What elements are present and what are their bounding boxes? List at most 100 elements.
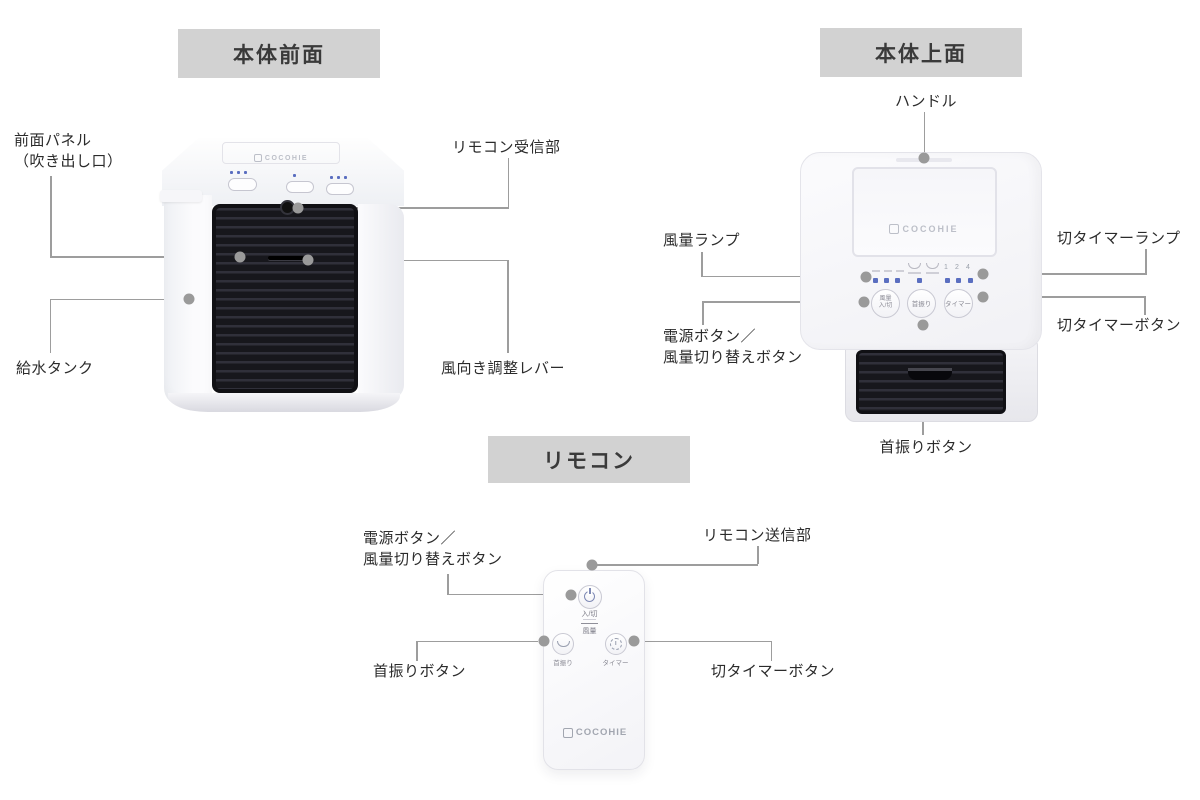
label-remote-power-button: 電源ボタン／ 風量切り替えボタン xyxy=(363,530,503,568)
brand-logo-icon xyxy=(889,224,900,234)
timer-lamp-led xyxy=(944,278,950,283)
callout-dot xyxy=(918,152,930,164)
remote-timer-button xyxy=(604,633,627,655)
timer-lamp-led xyxy=(956,278,961,283)
front-led xyxy=(293,174,296,177)
lamp-caption-mark xyxy=(872,270,880,272)
top-device: COCOHIE 1 2 4 風量 入/切 首振り タイマー xyxy=(798,150,1044,424)
callout-dot xyxy=(302,254,314,266)
front-led xyxy=(330,176,333,179)
callout-line xyxy=(416,640,538,642)
callout-line xyxy=(313,259,508,261)
label-timer-lamp: 切タイマーランプ xyxy=(1057,230,1181,247)
callout-line xyxy=(507,158,509,208)
tank-lip xyxy=(160,190,202,202)
front-led xyxy=(244,171,247,174)
callout-line xyxy=(770,641,773,661)
callout-dot xyxy=(565,589,576,600)
brand-text: COCOHIE xyxy=(902,224,959,234)
callout-line xyxy=(50,256,236,258)
right-side-panel xyxy=(358,204,404,399)
timer-lamp-led xyxy=(967,278,973,283)
lamp-caption-mark xyxy=(896,270,904,272)
brand-logo: COCOHIE xyxy=(246,154,316,162)
callout-line xyxy=(702,301,859,303)
callout-line xyxy=(302,207,509,209)
label-remote-swing-button: 首振りボタン xyxy=(373,663,467,680)
remote-header: リモコン xyxy=(488,436,690,483)
callout-line xyxy=(987,296,1146,298)
remote-swing-caption: 首振り xyxy=(553,659,573,667)
louver-lever xyxy=(268,256,304,260)
label-timer-button: 切タイマーボタン xyxy=(1057,317,1182,334)
callout-dot xyxy=(628,635,639,647)
callout-line xyxy=(701,275,862,278)
lamp-caption-mark xyxy=(884,270,892,272)
callout-line xyxy=(50,298,185,300)
front-base xyxy=(168,393,400,412)
front-led xyxy=(344,176,347,179)
swing-lamp-led xyxy=(917,278,922,283)
callout-dot xyxy=(917,319,929,330)
callout-line xyxy=(416,641,418,661)
label-remote-transmitter: リモコン送信部 xyxy=(703,527,812,544)
callout-line xyxy=(447,574,449,594)
label-remote-receiver: リモコン受信部 xyxy=(452,139,561,156)
callout-line xyxy=(507,260,509,353)
fan-lamp-led xyxy=(884,278,889,283)
timer-button: タイマー xyxy=(943,288,973,318)
power-fan-button: 風量 入/切 xyxy=(871,288,900,318)
swing-icon xyxy=(556,641,570,647)
remote-fan-label: 風量 xyxy=(582,627,597,635)
lamp-caption-mark xyxy=(926,272,939,274)
remote-power-label: 入/切 xyxy=(581,611,598,618)
callout-line xyxy=(1144,296,1146,315)
front-power-button xyxy=(228,178,257,191)
front-led xyxy=(337,176,340,179)
callout-line xyxy=(987,273,1147,275)
swing-button: 首振り xyxy=(907,288,936,318)
label-divider xyxy=(581,622,598,624)
callout-line xyxy=(597,564,758,566)
lamp-caption-mark xyxy=(908,272,921,274)
top-view-grille xyxy=(856,350,1006,414)
brand-text: COCOHIE xyxy=(575,727,628,738)
label-water-tank: 給水タンク xyxy=(16,360,94,377)
front-led xyxy=(230,171,233,174)
brand-logo-icon xyxy=(253,154,262,162)
remote-swing-button xyxy=(552,633,574,655)
callout-line xyxy=(50,176,52,257)
caption-mark xyxy=(583,618,596,620)
fan-lamp-led xyxy=(895,278,900,283)
timer-icon xyxy=(609,638,622,650)
front-timer-button xyxy=(326,183,354,195)
front-led xyxy=(237,171,240,174)
callout-line xyxy=(702,301,704,325)
callout-line xyxy=(757,546,759,564)
callout-line xyxy=(639,640,771,642)
remote-device: 入/切 風量 首振り タイマー COCOHIE xyxy=(543,570,645,770)
front-device: COCOHIE xyxy=(160,138,406,414)
callout-dot xyxy=(292,202,303,214)
top-view-header: 本体上面 xyxy=(820,28,1022,77)
timer-scale-1: 1 xyxy=(944,264,948,271)
label-swing-button: 首振りボタン xyxy=(879,439,973,456)
callout-dot xyxy=(977,291,989,303)
callout-dot xyxy=(977,268,989,280)
label-handle: ハンドル xyxy=(894,93,957,110)
callout-dot xyxy=(183,293,195,305)
front-view-header: 本体前面 xyxy=(178,29,380,78)
handle-recess xyxy=(852,167,997,257)
fan-lamp-led xyxy=(873,278,878,283)
callout-line xyxy=(1145,249,1147,274)
front-top-surface xyxy=(162,138,404,206)
callout-line xyxy=(49,300,51,353)
callout-dot xyxy=(234,251,246,262)
callout-line xyxy=(923,112,926,153)
remote-power-button xyxy=(577,584,602,609)
label-power-button: 電源ボタン／ 風量切り替えボタン xyxy=(663,328,803,366)
label-remote-timer-button: 切タイマーボタン xyxy=(711,663,836,680)
callout-line xyxy=(701,252,703,277)
label-front-panel: 前面パネル （吹き出し口） xyxy=(14,132,123,170)
